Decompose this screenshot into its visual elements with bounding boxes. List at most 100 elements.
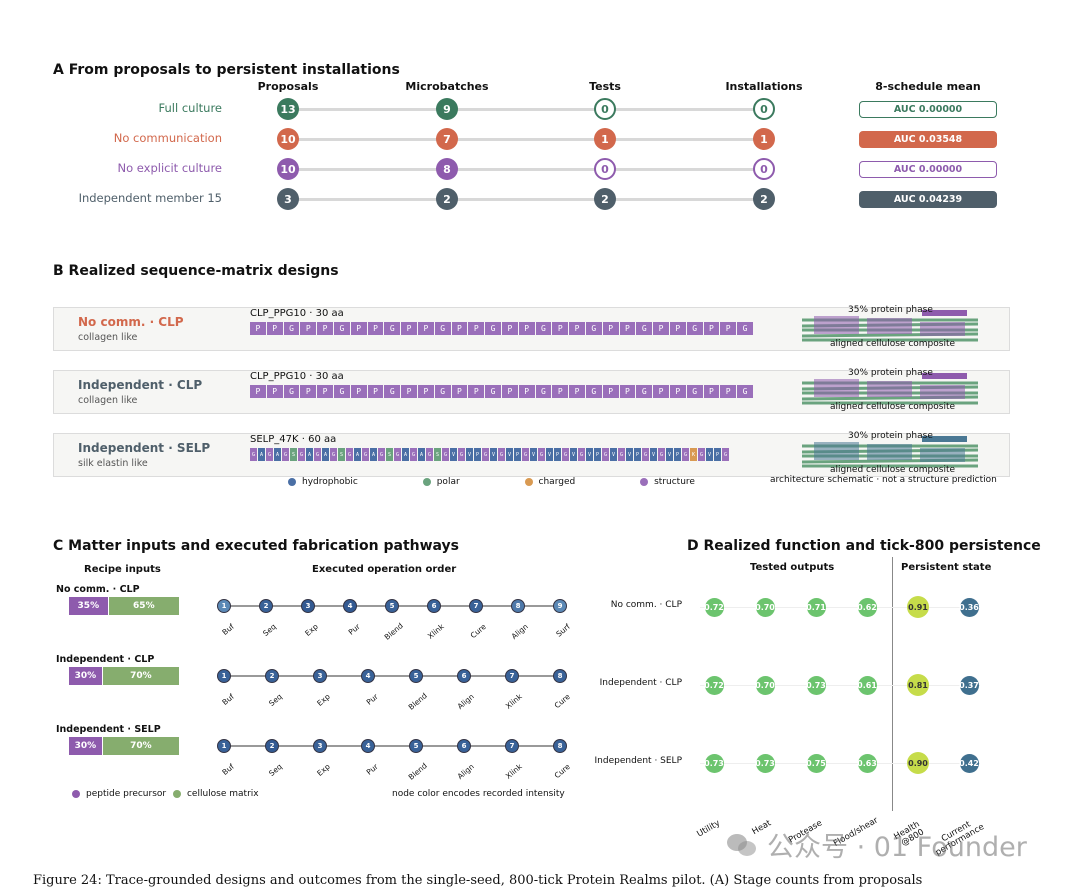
stage-count: 1 <box>594 128 616 150</box>
residue-tile: P <box>703 322 720 335</box>
outcome-value: 0.70 <box>755 597 775 617</box>
operation-label: Seq <box>267 692 284 708</box>
residue-tile: P <box>300 322 317 335</box>
residue-tile: G <box>585 385 602 398</box>
protein-domain <box>814 316 859 334</box>
watermark: 公众号 · 01 Founder <box>727 825 1027 864</box>
residue-tile: G <box>578 448 585 461</box>
structure-dot-icon <box>640 477 649 486</box>
residue-tile: P <box>602 385 619 398</box>
outcome-value: 0.72 <box>704 675 724 695</box>
residue-tile: G <box>658 448 665 461</box>
panel-d-title: D Realized function and tick-800 persist… <box>687 538 1041 554</box>
residue-tile: G <box>378 448 385 461</box>
column-header: Proposals <box>257 80 319 93</box>
residue-tile: G <box>535 322 552 335</box>
residue-tile: P <box>634 448 641 461</box>
cellulose-segment: 70% <box>102 737 179 755</box>
stage-count: 0 <box>594 98 616 120</box>
operation-label: Blend <box>406 761 429 782</box>
composite-schematic-svg <box>801 436 979 468</box>
residue-tile: P <box>552 322 569 335</box>
recipe-label: Independent · CLP <box>56 654 155 665</box>
operation-label: Cure <box>468 622 488 641</box>
stage-count: 0 <box>594 158 616 180</box>
outcome-value: 0.37 <box>959 675 979 695</box>
operation-label: Buf <box>220 762 236 777</box>
legend-structure: structure <box>654 477 695 487</box>
peptide-dot-icon <box>72 789 80 798</box>
column-header: 8-schedule mean <box>875 80 981 93</box>
residue-tile: G <box>384 322 401 335</box>
operation-label: Buf <box>220 692 236 707</box>
stage-track <box>288 108 764 111</box>
outcome-value: 0.42 <box>959 753 979 773</box>
residue-tile: G <box>410 448 417 461</box>
operation-node: 8 <box>553 669 567 683</box>
residue-tile: A <box>322 448 329 461</box>
residue-tile: G <box>538 448 545 461</box>
operation-node: 3 <box>313 669 327 683</box>
panel-c-title: C Matter inputs and executed fabrication… <box>53 538 460 554</box>
stage-track <box>288 168 764 171</box>
pathway-line <box>224 675 560 677</box>
residue-tile: G <box>394 448 401 461</box>
operation-label: Surf <box>554 622 572 639</box>
residue-tile: P <box>317 385 333 398</box>
residue-tile: G <box>535 385 552 398</box>
residue-tile: A <box>418 448 425 461</box>
residue-tile: G <box>458 448 465 461</box>
residue-tile: G <box>498 448 505 461</box>
design-name: No comm. · CLP <box>78 315 184 329</box>
residue-tile: S <box>338 448 345 461</box>
protein-phase-cap <box>922 373 967 379</box>
stage-count: 1 <box>753 128 775 150</box>
pathway-line <box>224 745 560 747</box>
residue-tile: P <box>317 322 333 335</box>
legend-hydrophobic: hydrophobic <box>302 477 358 487</box>
operation-node: 2 <box>265 739 279 753</box>
residue-tile: A <box>274 448 281 461</box>
residue-tile: P <box>266 385 283 398</box>
residue-tile: G <box>282 448 289 461</box>
outcome-value: 0.73 <box>704 753 724 773</box>
residue-tile: P <box>594 448 601 461</box>
residue-tile: P <box>401 322 417 335</box>
protein-phase-cap <box>922 310 967 316</box>
operation-label: Cure <box>552 692 572 711</box>
row-label: Independent member 15 <box>78 191 222 205</box>
operation-node: 4 <box>343 599 357 613</box>
residue-tile: P <box>669 385 686 398</box>
residue-tile: G <box>737 385 753 398</box>
polar-dot-icon <box>422 477 431 486</box>
peptide-segment: 30% <box>69 667 102 685</box>
cellulose-dot-icon <box>172 789 181 798</box>
outcome-row-label: Independent · CLP <box>599 678 682 688</box>
stage-count: 3 <box>277 188 299 210</box>
stage-count: 2 <box>436 188 458 210</box>
hydrophobic-dot-icon <box>288 477 296 486</box>
residue-tile: P <box>417 322 434 335</box>
residue-tile: V <box>506 448 513 461</box>
residue-tile: P <box>514 448 521 461</box>
operation-node: 5 <box>385 599 399 613</box>
recipe-label: No comm. · CLP <box>56 584 140 595</box>
column-header: Installations <box>725 80 803 93</box>
residue-tile: G <box>485 385 501 398</box>
operation-label: Pur <box>364 692 380 707</box>
residue-tile: V <box>610 448 617 461</box>
residue-tile: G <box>384 385 401 398</box>
residue-tile: V <box>546 448 553 461</box>
residue-tile: G <box>642 448 649 461</box>
operation-label: Align <box>455 762 476 781</box>
residue-tile: G <box>250 448 257 461</box>
residue-tile: G <box>314 448 321 461</box>
residue-tile: P <box>653 385 669 398</box>
stage-count: 7 <box>436 128 458 150</box>
operation-node: 5 <box>409 669 423 683</box>
residue-tile: P <box>501 385 518 398</box>
residue-tile: G <box>602 448 609 461</box>
residue-tile: G <box>562 448 569 461</box>
